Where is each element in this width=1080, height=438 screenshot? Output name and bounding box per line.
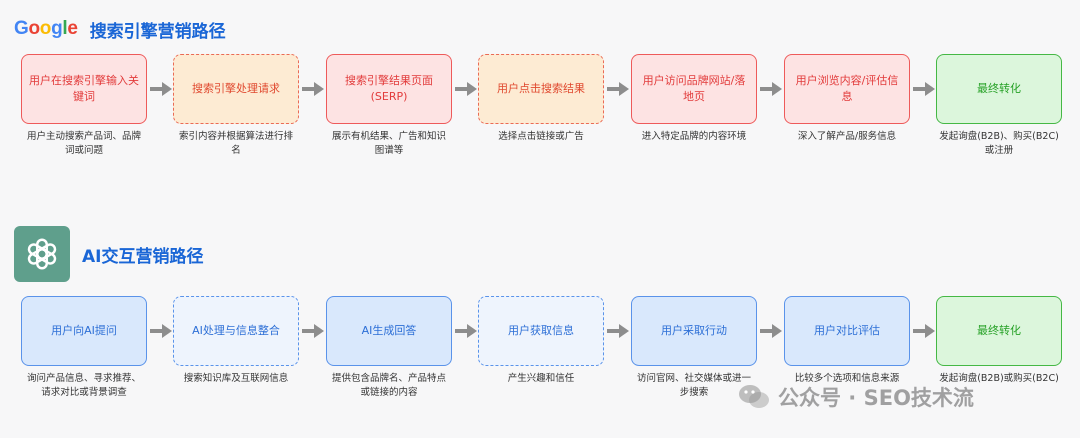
step-box: 最终转化 (936, 296, 1062, 366)
step-description: 发起询盘(B2B)、购买(B2C)或注册 (939, 131, 1059, 156)
step-description: 访问官网、社交媒体或进一步搜索 (636, 373, 751, 398)
step-label: 用户浏览内容/评估信息 (795, 73, 899, 104)
arrow-right-icon (302, 324, 324, 338)
step-description: 询问产品信息、寻求推荐、请求对比或背景调查 (26, 373, 141, 398)
flow-step: 最终转化发起询盘(B2B)、购买(B2C)或注册 (936, 54, 1062, 158)
step-label: 用户点击搜索结果 (497, 81, 585, 95)
step-box: 用户在搜索引擎输入关键词 (21, 54, 147, 124)
google-logo: Google (14, 18, 78, 40)
step-box: 最终转化 (936, 54, 1062, 124)
arrow-right-icon (455, 324, 477, 338)
header-ai: AI交互营销路径 (14, 226, 203, 282)
step-box: 用户访问品牌网站/落地页 (631, 54, 757, 124)
flow-step: 用户采取行动访问官网、社交媒体或进一步搜索 (631, 296, 757, 400)
google-logo-letter: o (28, 18, 40, 39)
google-logo-letter: e (67, 18, 78, 39)
watermark: 公众号 · SEO技术流 (738, 382, 974, 412)
watermark-text: 公众号 · SEO技术流 (778, 386, 974, 410)
step-description: 索引内容并根据算法进行排名 (178, 131, 293, 156)
wechat-icon (739, 385, 769, 408)
ai-path-title: AI交互营销路径 (82, 246, 204, 267)
arrow-right-icon (760, 324, 782, 338)
flow-step: 搜索引擎结果页面 (SERP) 展示有机结果、广告和知识图谱等 (326, 54, 452, 158)
step-box: 用户获取信息 (478, 296, 604, 366)
step-description: 提供包含品牌名、产品特点或链接的内容 (331, 373, 446, 398)
arrow-right-icon (913, 324, 935, 338)
openai-logo-icon (14, 226, 70, 282)
flow-step: 用户向AI提问询问产品信息、寻求推荐、请求对比或背景调查 (21, 296, 147, 400)
arrow-right-icon (913, 82, 935, 96)
step-description: 展示有机结果、广告和知识图谱等 (331, 131, 446, 156)
step-description: 比较多个选项和信息来源 (794, 373, 900, 384)
flow-step: 用户浏览内容/评估信息深入了解产品/服务信息 (784, 54, 910, 144)
step-box: 用户向AI提问 (21, 296, 147, 366)
google-logo-letter: g (51, 18, 63, 39)
step-description: 进入特定品牌的内容环境 (641, 131, 747, 142)
step-label: 搜索引擎结果页面 (SERP) (345, 73, 433, 104)
arrow-right-icon (302, 82, 324, 96)
flow-step: 用户点击搜索结果选择点击链接或广告 (478, 54, 604, 144)
arrow-right-icon (455, 82, 477, 96)
step-description: 选择点击链接或广告 (498, 131, 584, 142)
step-description: 深入了解产品/服务信息 (797, 131, 897, 142)
step-label: AI处理与信息整合 (192, 323, 280, 337)
flow-step: 用户对比评估比较多个选项和信息来源 (784, 296, 910, 386)
flow-step: 搜索引擎处理请求索引内容并根据算法进行排名 (173, 54, 299, 158)
step-label: 最终转化 (977, 323, 1021, 337)
flow-step: AI生成回答提供包含品牌名、产品特点或链接的内容 (326, 296, 452, 400)
flow-step: 用户获取信息产生兴趣和信任 (478, 296, 604, 386)
step-box: 用户对比评估 (784, 296, 910, 366)
step-label: AI生成回答 (361, 323, 417, 337)
step-box: AI处理与信息整合 (173, 296, 299, 366)
google-logo-letter: o (39, 18, 52, 39)
google-logo-letter: l (62, 18, 68, 39)
step-label: 最终转化 (977, 81, 1021, 95)
arrow-right-icon (150, 82, 172, 96)
step-label: 用户对比评估 (814, 323, 880, 337)
flow-step: AI处理与信息整合搜索知识库及互联网信息 (173, 296, 299, 386)
step-box: 用户采取行动 (631, 296, 757, 366)
step-label: 用户访问品牌网站/落地页 (642, 73, 746, 104)
step-label: 用户向AI提问 (51, 323, 117, 337)
arrow-right-icon (607, 82, 629, 96)
step-label: 用户获取信息 (508, 323, 574, 337)
step-label: 搜索引擎处理请求 (192, 81, 280, 95)
step-label: 用户在搜索引擎输入关键词 (29, 73, 139, 104)
arrow-right-icon (150, 324, 172, 338)
step-description: 产生兴趣和信任 (507, 373, 575, 384)
step-description: 发起询盘(B2B)或购买(B2C) (939, 373, 1059, 384)
step-description: 用户主动搜索产品词、品牌词或问题 (26, 131, 141, 156)
step-box: 搜索引擎结果页面 (SERP) (326, 54, 452, 124)
flow-step: 用户访问品牌网站/落地页进入特定品牌的内容环境 (631, 54, 757, 144)
google-logo-letter: G (14, 18, 29, 39)
arrow-right-icon (760, 82, 782, 96)
step-box: 搜索引擎处理请求 (173, 54, 299, 124)
step-box: 用户浏览内容/评估信息 (784, 54, 910, 124)
step-box: 用户点击搜索结果 (478, 54, 604, 124)
step-box: AI生成回答 (326, 296, 452, 366)
flow-step: 最终转化发起询盘(B2B)或购买(B2C) (936, 296, 1062, 386)
flow-step: 用户在搜索引擎输入关键词用户主动搜索产品词、品牌词或问题 (21, 54, 147, 158)
arrow-right-icon (607, 324, 629, 338)
search-path-title: 搜索引擎营销路径 (89, 21, 226, 42)
step-description: 搜索知识库及互联网信息 (183, 373, 289, 384)
header-search: Google 搜索引擎营销路径 (14, 14, 226, 44)
step-label: 用户采取行动 (661, 323, 727, 337)
